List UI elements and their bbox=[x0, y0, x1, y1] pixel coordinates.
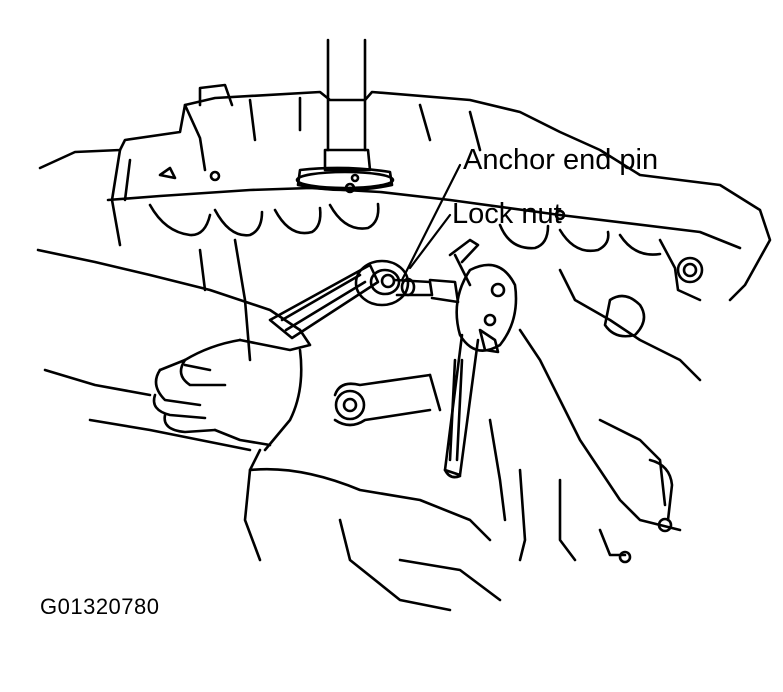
wrench bbox=[270, 261, 408, 338]
leader-lines bbox=[402, 165, 460, 280]
output-shaft bbox=[297, 40, 393, 190]
lock-nut-leader bbox=[410, 215, 450, 268]
hand bbox=[38, 250, 310, 560]
lock-nut-callout: Lock nut bbox=[452, 198, 562, 230]
anchor-end-pin bbox=[395, 279, 458, 302]
figure-code: G01320780 bbox=[40, 594, 160, 619]
lower-case bbox=[250, 469, 500, 610]
case-boss bbox=[335, 375, 440, 425]
adjustment-tool bbox=[445, 240, 516, 477]
anchor-end-pin-leader bbox=[402, 165, 460, 280]
anchor-end-pin-callout: Anchor end pin bbox=[463, 144, 659, 176]
transmission-case bbox=[40, 85, 770, 562]
